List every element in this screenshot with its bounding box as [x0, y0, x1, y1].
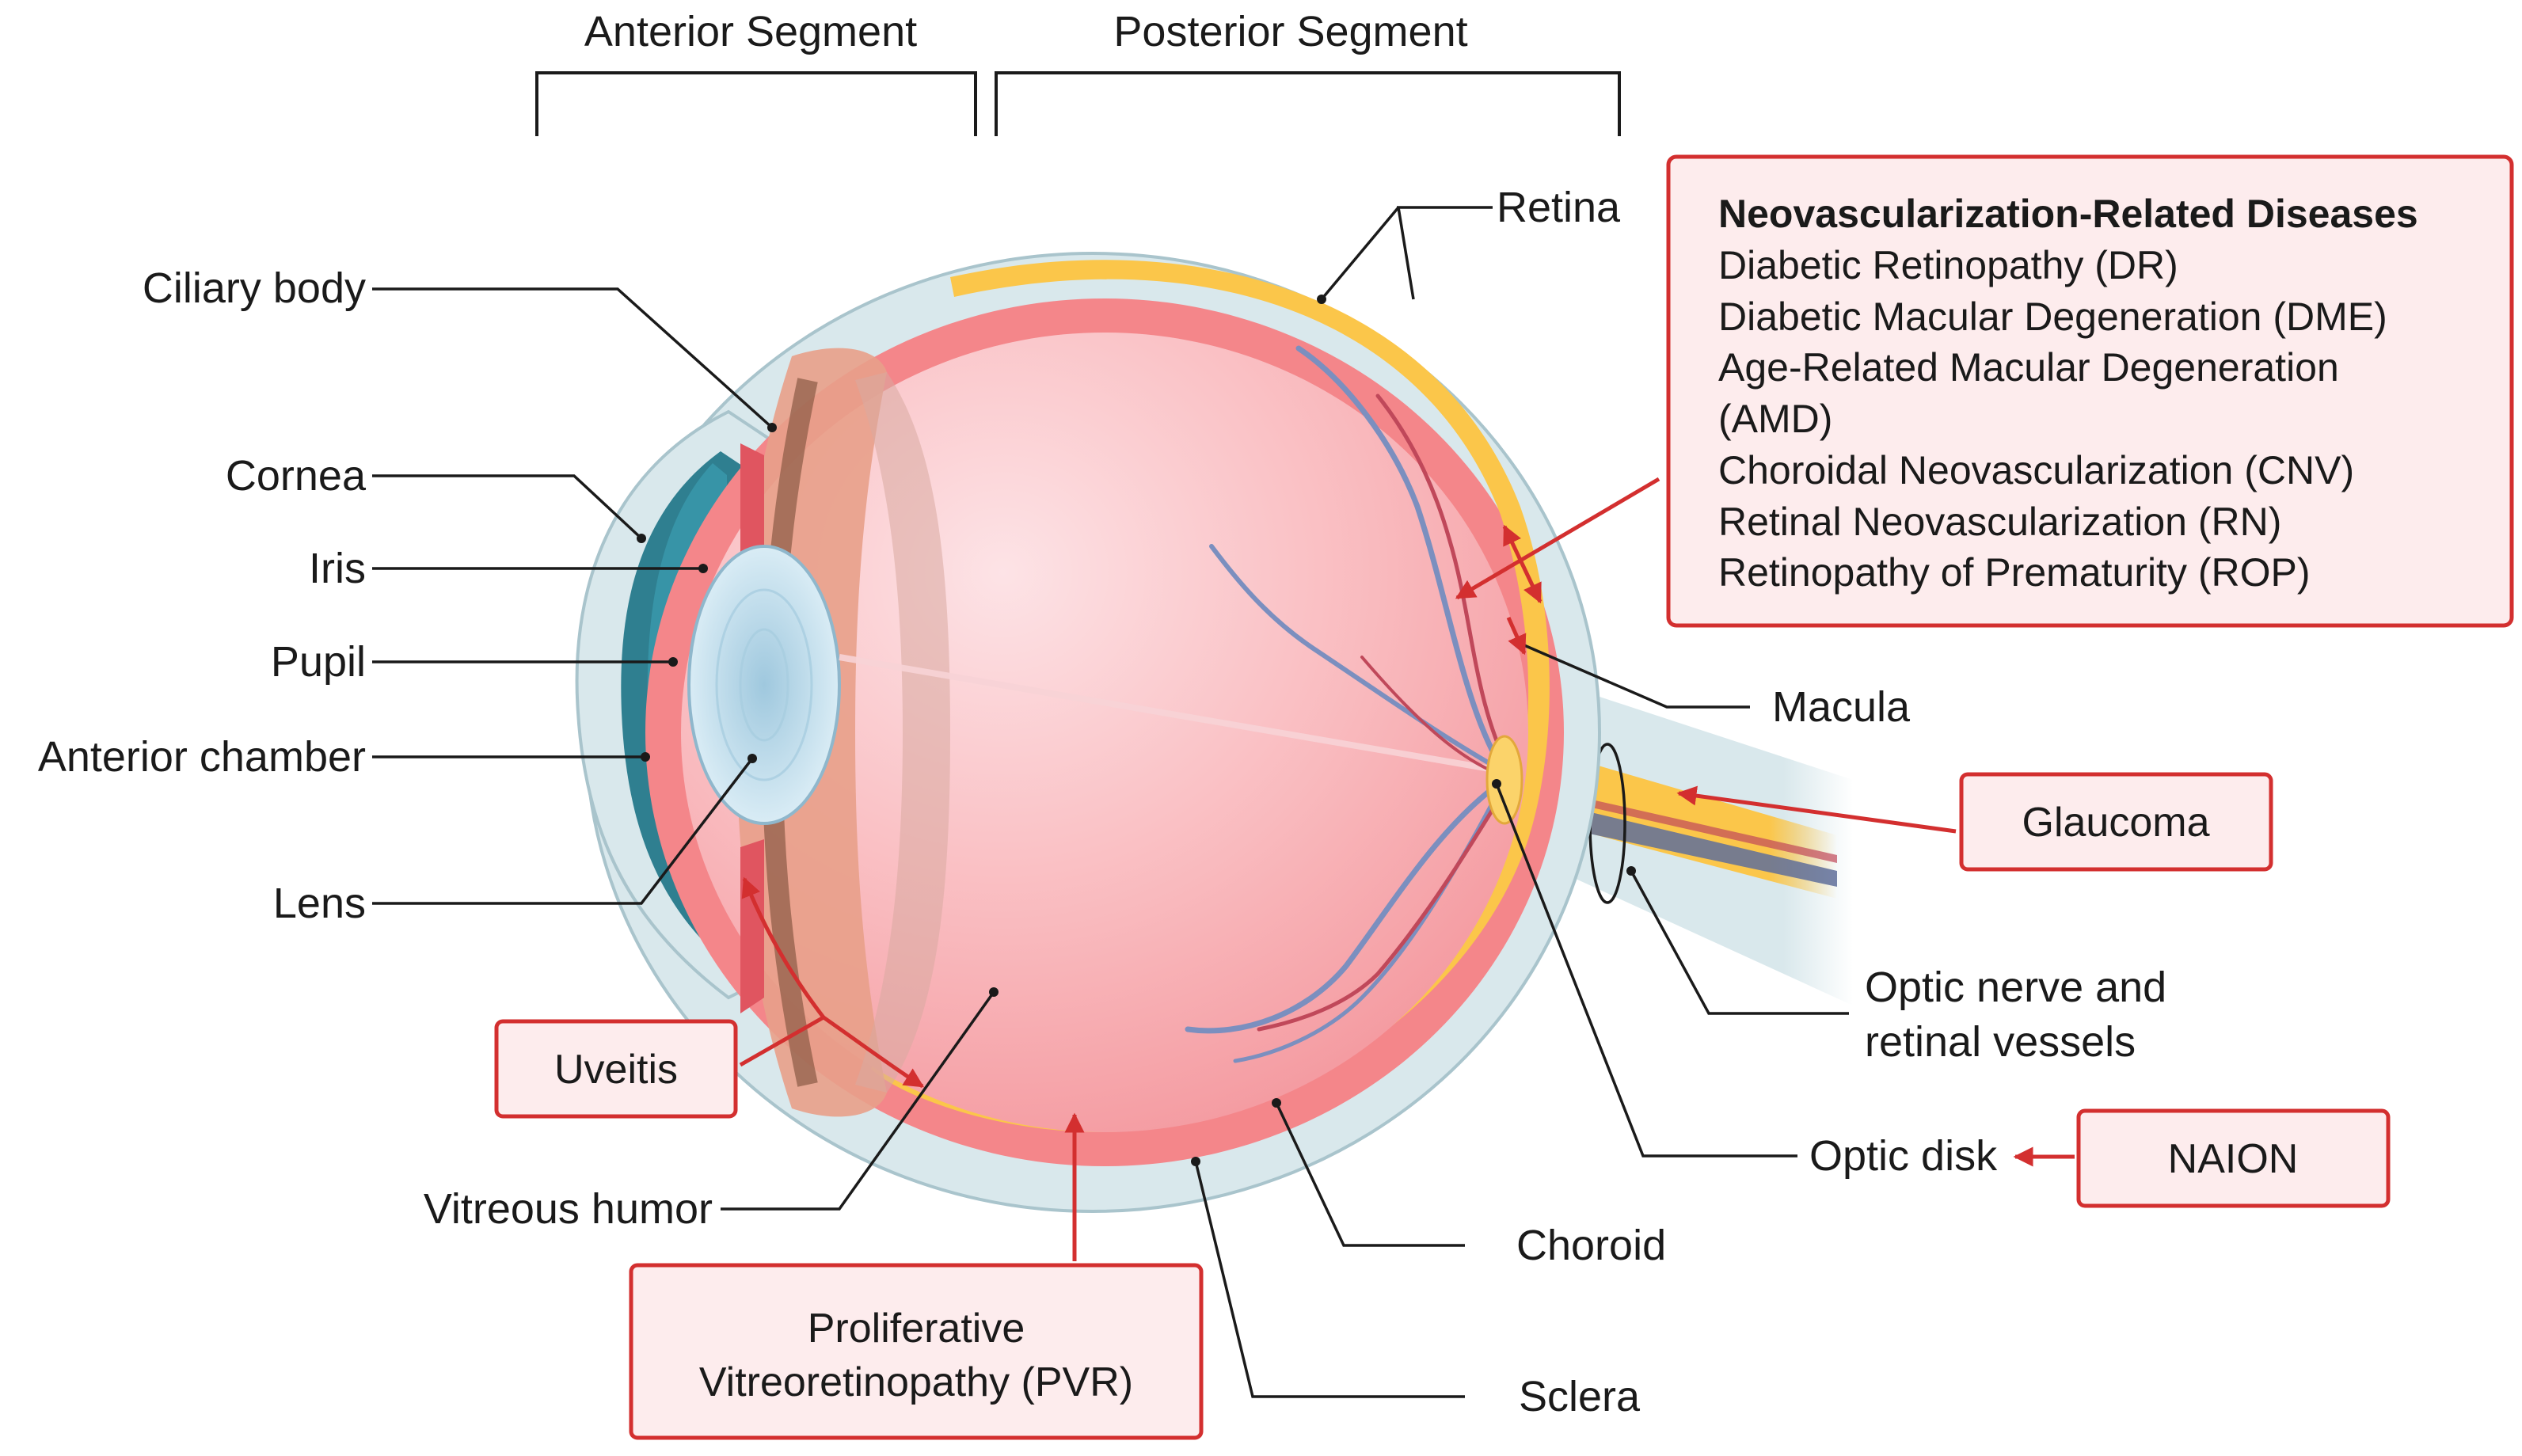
pvr-label-line1: Proliferative [808, 1306, 1025, 1351]
neo-item-amd-line2: (AMD) [1718, 397, 1832, 441]
macula-small-arrow [1506, 616, 1527, 656]
naion-box: NAION [2076, 1108, 2391, 1208]
neovascularization-box: Neovascularization-Related Diseases Diab… [1666, 154, 2514, 628]
lens-shape [687, 545, 841, 825]
neo-item-dme: Diabetic Macular Degeneration (DME) [1718, 295, 2387, 339]
optic-nerve-label-line1: Optic nerve and [1865, 964, 2166, 1011]
neo-arrow [1455, 477, 1660, 600]
sclera-label: Sclera [1519, 1373, 1641, 1420]
iris-label: Iris [309, 545, 366, 592]
uveitis-label: Uveitis [554, 1047, 678, 1093]
pvr-label-line2: Vitreoretinopathy (PVR) [699, 1359, 1133, 1405]
uveitis-arrow-up [741, 876, 825, 1019]
optic-disk-shape [1485, 735, 1523, 825]
neo-item-rn: Retinal Neovascularization (RN) [1718, 500, 2281, 544]
uveitis-box: Uveitis [494, 1019, 738, 1119]
eye-globe [575, 252, 1601, 1213]
anterior-segment-label: Anterior Segment [584, 8, 917, 55]
uveitis-line [739, 1015, 825, 1067]
ciliary-body-label: Ciliary body [143, 264, 366, 312]
disease-arrows [739, 477, 2075, 1261]
uveitis-arrow-down [822, 1015, 925, 1089]
optic-disk-label: Optic disk [1809, 1132, 1998, 1180]
naion-label: NAION [2168, 1136, 2299, 1182]
retina-label: Retina [1497, 184, 1621, 231]
neo-item-rop: Retinopathy of Prematurity (ROP) [1718, 550, 2311, 595]
neo-item-dr: Diabetic Retinopathy (DR) [1718, 243, 2178, 287]
lens-label: Lens [273, 880, 366, 927]
iris-lower [740, 839, 764, 1013]
anterior-chamber-label: Anterior chamber [38, 733, 366, 781]
anterior-segment-bracket [535, 71, 977, 136]
posterior-segment-bracket [995, 71, 1621, 136]
pvr-box: Proliferative Vitreoretinopathy (PVR) [629, 1263, 1204, 1440]
glaucoma-box: Glaucoma [1959, 772, 2273, 872]
macula-label: Macula [1772, 683, 1911, 731]
leader-lines [372, 206, 1849, 1398]
neo-item-cnv: Choroidal Neovascularization (CNV) [1718, 448, 2354, 492]
macula-range-arrow [1502, 524, 1542, 604]
pupil-label: Pupil [271, 638, 366, 686]
glaucoma-arrow [1676, 785, 1957, 834]
vitreous-humor-label: Vitreous humor [424, 1185, 713, 1233]
posterior-segment-label: Posterior Segment [1113, 8, 1467, 55]
neo-box-title: Neovascularization-Related Diseases [1718, 192, 2418, 236]
optic-nerve-label-line2: retinal vessels [1865, 1018, 2136, 1066]
choroid-label: Choroid [1516, 1222, 1666, 1269]
cornea-label: Cornea [226, 452, 367, 500]
neo-item-amd-line1: Age-Related Macular Degeneration [1718, 345, 2339, 390]
glaucoma-label: Glaucoma [2022, 800, 2210, 846]
